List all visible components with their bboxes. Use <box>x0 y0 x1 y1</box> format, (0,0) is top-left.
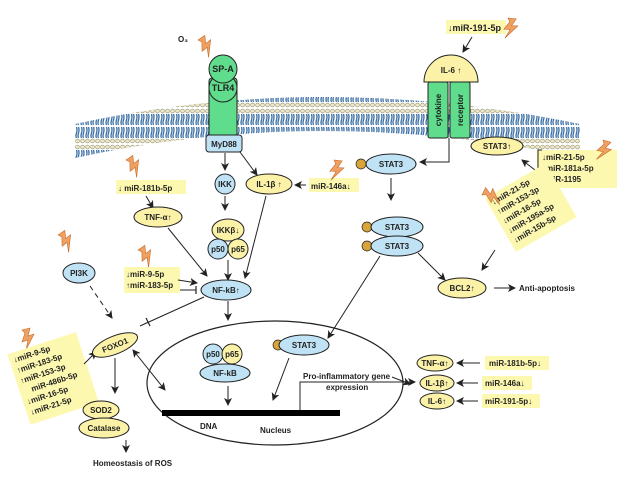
lightning-icon <box>125 153 145 180</box>
svg-text:cytokine: cytokine <box>434 93 443 126</box>
ros-homeostasis-label: Homeostasis of ROS <box>93 459 173 468</box>
ikk-beta <box>211 218 245 242</box>
ozone-label: O₃ <box>178 35 188 44</box>
nuclear-pstat3: STAT3 <box>272 334 330 356</box>
mirna-box-foxo1 <box>7 332 99 425</box>
svg-text:STAT3: STAT3 <box>385 223 410 232</box>
svg-text:NF-kB↑: NF-kB↑ <box>212 286 240 295</box>
myd88 <box>205 134 243 153</box>
svg-text:IL-1β↑: IL-1β↑ <box>425 379 448 388</box>
lightning-icon <box>197 33 217 60</box>
svg-text:IL-1β ↑: IL-1β ↑ <box>256 180 281 189</box>
svg-text:↑miR-183-5p: ↑miR-183-5p <box>126 281 173 290</box>
nfkb-up <box>200 279 252 301</box>
svg-text:expression: expression <box>326 383 368 392</box>
svg-text:NF-kB: NF-kB <box>213 369 237 378</box>
sp-a <box>208 54 238 84</box>
dna-label: DNA <box>200 422 218 431</box>
foxo1 <box>91 332 139 358</box>
svg-text:STAT3: STAT3 <box>379 160 404 169</box>
output-tnf: TNF-α↑ miR-181b-5p↓ <box>416 354 549 372</box>
svg-text:↓miR-191-5p: ↓miR-191-5p <box>448 23 502 33</box>
svg-text:BCL2↑: BCL2↑ <box>450 284 475 293</box>
svg-text:IKKβ↓: IKKβ↓ <box>217 226 240 235</box>
catalase <box>78 417 130 439</box>
lightning-icon <box>57 228 77 255</box>
svg-text:↓ miR-181b-5p: ↓ miR-181b-5p <box>118 184 172 193</box>
dna-strand <box>162 410 340 416</box>
svg-text:miR-191-5p↓: miR-191-5p↓ <box>485 397 532 406</box>
svg-text:↓miR-9-5p: ↓miR-9-5p <box>126 270 164 279</box>
svg-text:TLR4: TLR4 <box>212 83 235 93</box>
pi3k <box>62 262 96 284</box>
mirna-box-191 <box>446 20 506 34</box>
svg-text:Catalase: Catalase <box>88 424 121 433</box>
svg-text:↑miR-1195: ↑miR-1195 <box>542 175 582 184</box>
bcl2 <box>437 277 487 299</box>
p65 <box>227 238 249 260</box>
ikk <box>214 173 236 195</box>
svg-text:IL-6 ↑: IL-6 ↑ <box>441 66 461 75</box>
svg-text:SP-A: SP-A <box>212 64 234 74</box>
output-il1b: IL-1β↑ miR-146a↓ <box>419 374 532 392</box>
anti-apoptosis-label: Anti-apoptosis <box>519 284 576 293</box>
il6-receptor: IL-6 ↑ cytokine receptor <box>423 54 479 139</box>
nuclear-nfkb: p50 p65 NF-kB <box>199 343 251 383</box>
svg-text:miR-181b-5p↓: miR-181b-5p↓ <box>489 359 541 368</box>
svg-text:miR-146a↓: miR-146a↓ <box>485 379 525 388</box>
mirna-box-nfkb <box>124 267 180 293</box>
expression-label: Pro-inflammatory gene <box>303 372 391 381</box>
svg-text:receptor: receptor <box>456 94 465 126</box>
svg-text:p50: p50 <box>211 245 225 254</box>
svg-text:IKK: IKK <box>218 180 232 189</box>
svg-text:↓miR-181a-5p: ↓miR-181a-5p <box>542 164 594 173</box>
svg-text:STAT3: STAT3 <box>385 242 410 251</box>
stat3-up <box>470 136 524 156</box>
svg-text:PI3K: PI3K <box>70 269 88 278</box>
svg-text:miR-146a↓: miR-146a↓ <box>311 182 351 191</box>
svg-text:IL-6↑: IL-6↑ <box>428 397 446 406</box>
svg-text:TNF-α↑: TNF-α↑ <box>421 359 448 368</box>
mirna-box-146a <box>309 178 359 192</box>
svg-text:STAT3: STAT3 <box>292 341 317 350</box>
svg-text:STAT3↑: STAT3↑ <box>483 142 511 151</box>
mirna-box-bcl2 <box>485 163 577 253</box>
p-stat3: STAT3 <box>355 153 417 175</box>
tlr4-complex: SP-A TLR4 MyD88 <box>205 54 243 153</box>
tnf-alpha <box>133 206 183 228</box>
svg-text:p65: p65 <box>231 245 245 254</box>
output-il6: IL-6↑ miR-191-5p↓ <box>419 392 540 410</box>
svg-text:p50: p50 <box>206 350 220 359</box>
lightning-icon <box>137 243 157 270</box>
svg-text:SOD2: SOD2 <box>90 406 112 415</box>
svg-text:↓miR-21-5p: ↓miR-21-5p <box>542 153 585 162</box>
il1b <box>245 173 293 195</box>
nucleus-label: Nucleus <box>260 426 292 435</box>
mirna-box-181b <box>116 180 186 194</box>
svg-text:MyD88: MyD88 <box>211 140 237 149</box>
stat3-dimer: STAT3 STAT3 <box>361 216 424 257</box>
svg-text:p65: p65 <box>225 350 239 359</box>
svg-text:TNF-α↑: TNF-α↑ <box>144 213 171 222</box>
